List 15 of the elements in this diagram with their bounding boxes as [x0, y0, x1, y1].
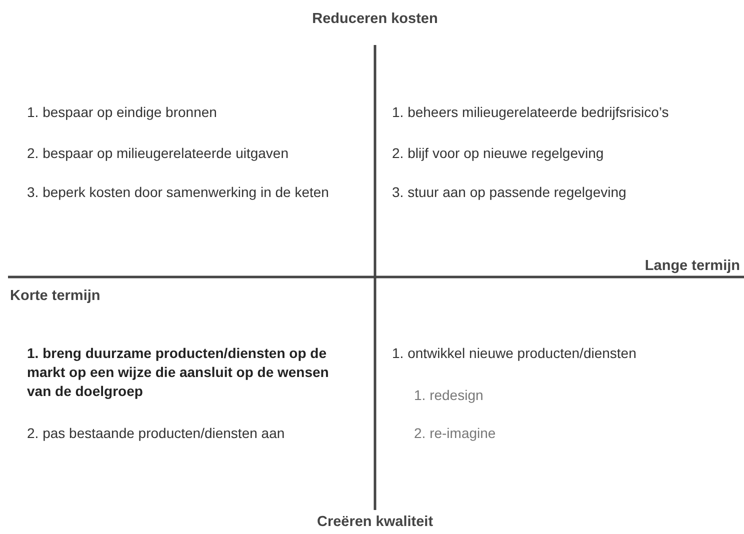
- list-item: 2. pas bestaande producten/diensten aan: [27, 424, 285, 443]
- list-item: 3. stuur aan op passende regelgeving: [392, 183, 626, 202]
- list-item: 1. beheers milieugerelateerde bedrijfsrisico’s: [392, 103, 669, 122]
- axis-label: Creëren kwaliteit: [316, 513, 434, 532]
- list-item: 3. beperk kosten door samenwerking in de keten: [27, 183, 329, 202]
- list-item: 1. ontwikkel nieuwe producten/diensten: [392, 344, 636, 363]
- axis-label: Lange termijn: [644, 257, 740, 276]
- axis-label: Korte termijn: [10, 287, 102, 306]
- list-item: 1. breng duurzame producten/diensten op de markt op een wijze die aansluit op de wensen van de doelgroep: [27, 344, 330, 401]
- sub-list-item: 2. re-imagine: [414, 424, 496, 443]
- axis-label: Reduceren kosten: [311, 10, 439, 29]
- list-item: 2. bespaar op milieugerelateerde uitgaven: [27, 144, 289, 163]
- sub-list-item: 1. redesign: [414, 386, 484, 405]
- list-item: 2. blijf voor op nieuwe regelgeving: [392, 144, 604, 163]
- list-item: 1. bespaar op eindige bronnen: [27, 103, 217, 122]
